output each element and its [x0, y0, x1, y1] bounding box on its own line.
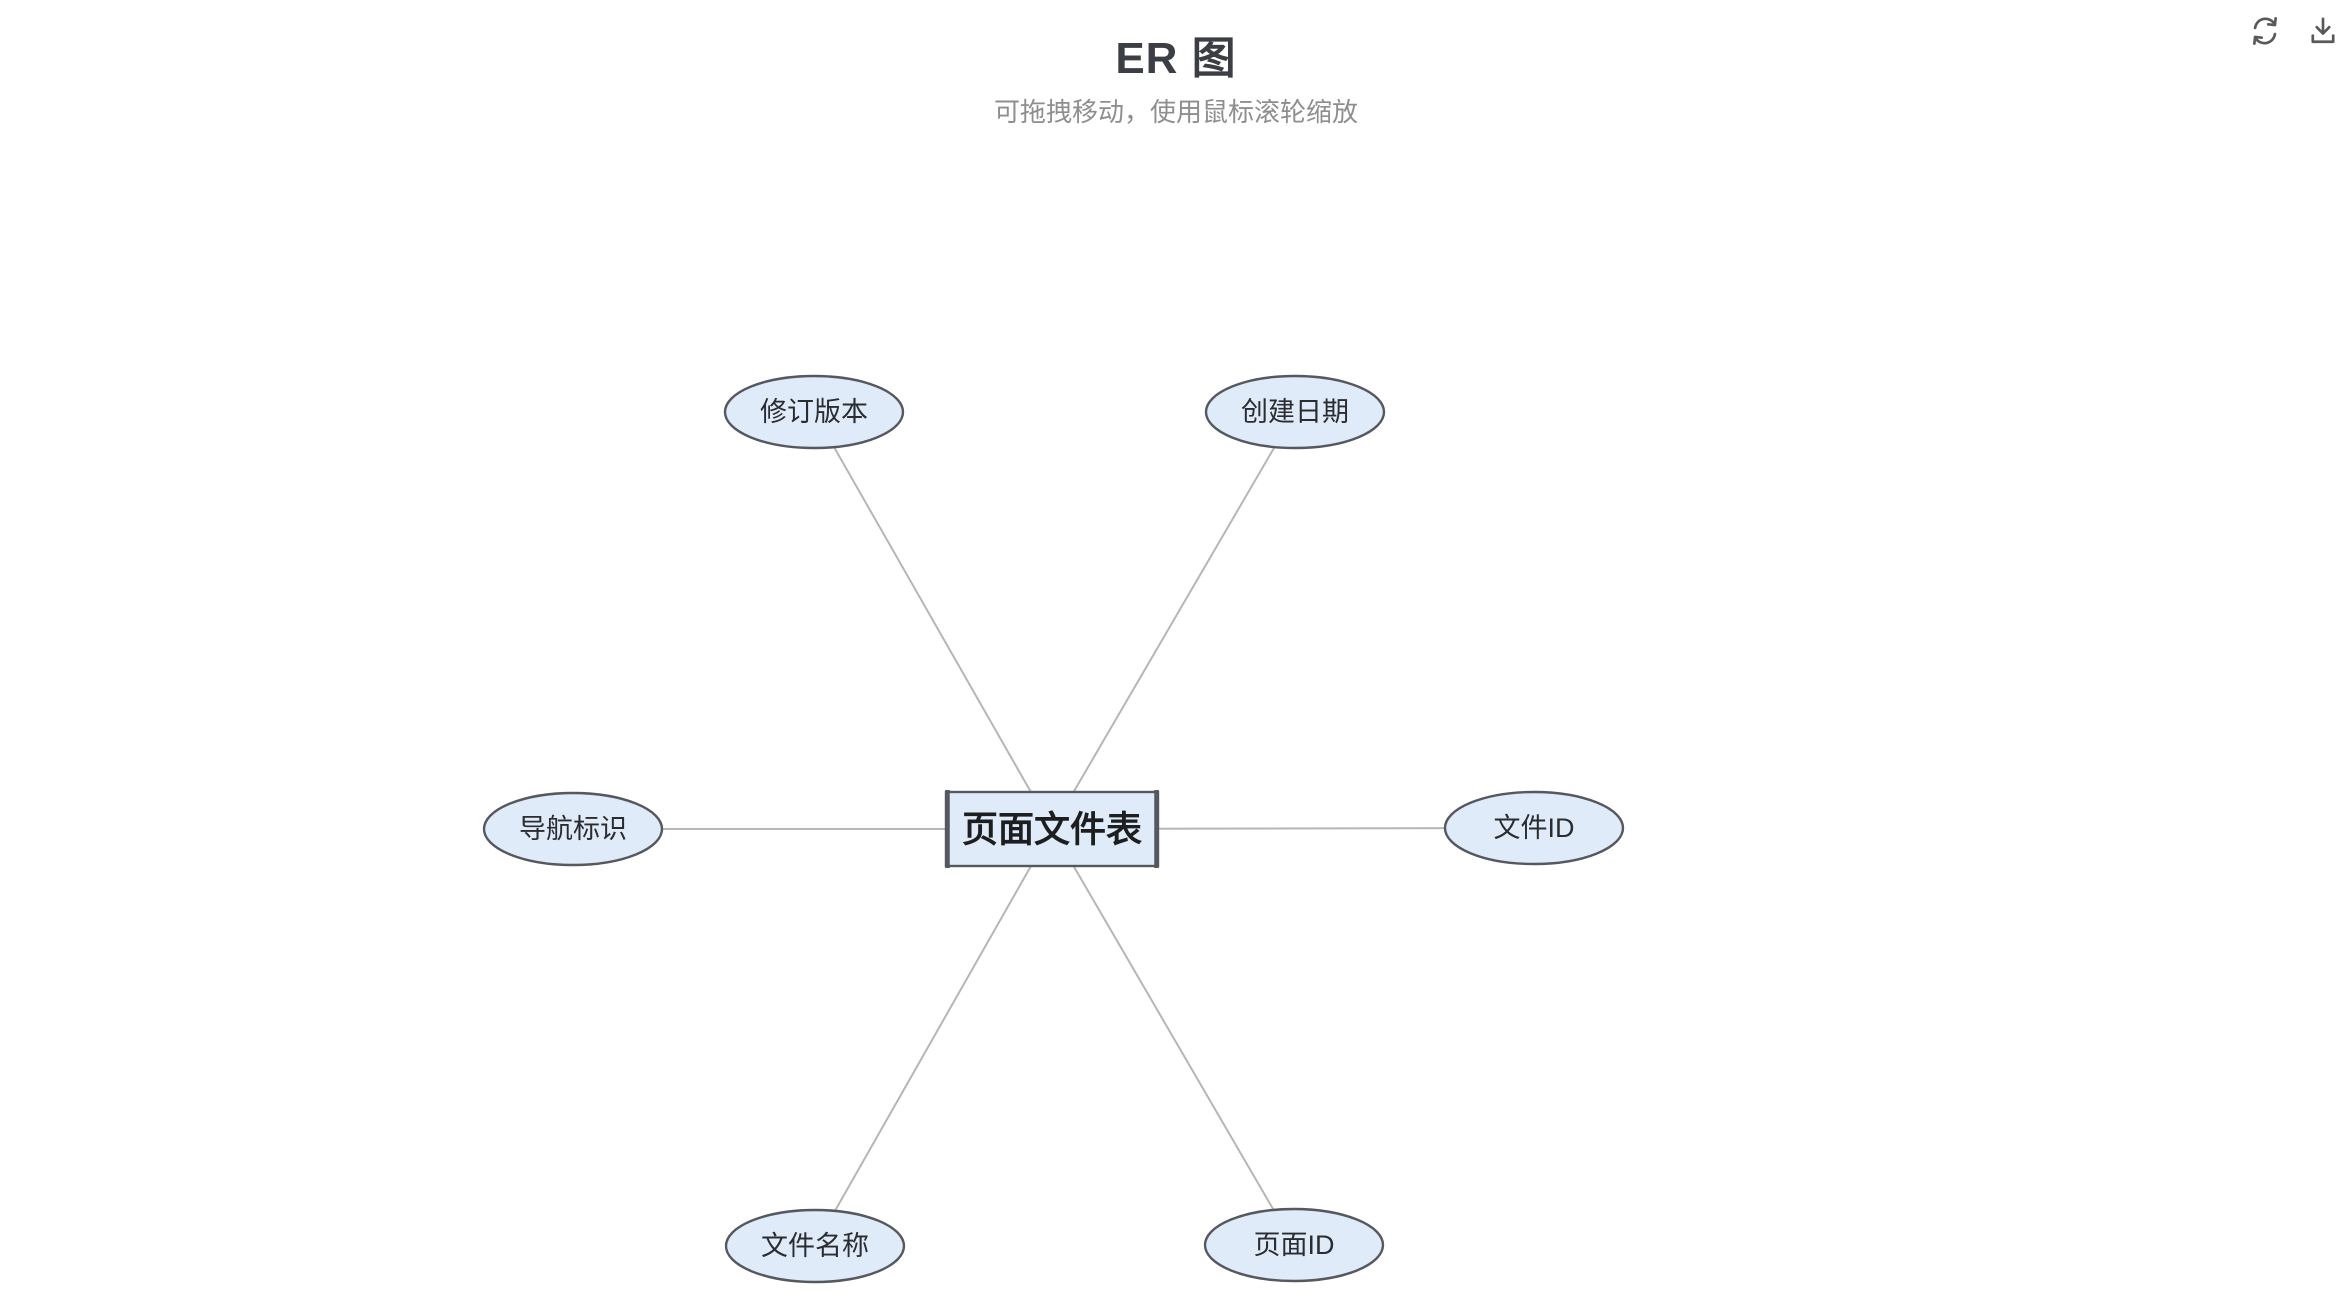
toolbar: [2248, 14, 2340, 48]
attribute-label: 修订版本: [760, 397, 868, 427]
edge-line: [1051, 411, 1296, 830]
download-button[interactable]: [2306, 14, 2340, 48]
attribute-label: 创建日期: [1241, 397, 1349, 427]
attribute-label: 文件ID: [1494, 813, 1575, 843]
attribute-label: 导航标识: [519, 814, 627, 844]
attribute-node[interactable]: [1203, 1207, 1385, 1283]
attribute-label: 页面ID: [1254, 1230, 1335, 1260]
attribute-label: 文件名称: [761, 1231, 869, 1261]
attribute-node[interactable]: [1443, 790, 1625, 866]
edge-line: [813, 411, 1053, 830]
refresh-icon: [2253, 17, 2277, 45]
attribute-node[interactable]: [724, 1208, 906, 1284]
edge-line: [1051, 828, 1295, 1246]
attribute-node[interactable]: [482, 791, 664, 867]
entity-label: 页面文件表: [962, 809, 1142, 850]
download-icon: [2311, 17, 2335, 44]
refresh-button[interactable]: [2248, 14, 2282, 48]
attribute-node[interactable]: [1204, 374, 1386, 450]
attribute-node[interactable]: [723, 374, 905, 450]
edge-line: [814, 828, 1053, 1247]
